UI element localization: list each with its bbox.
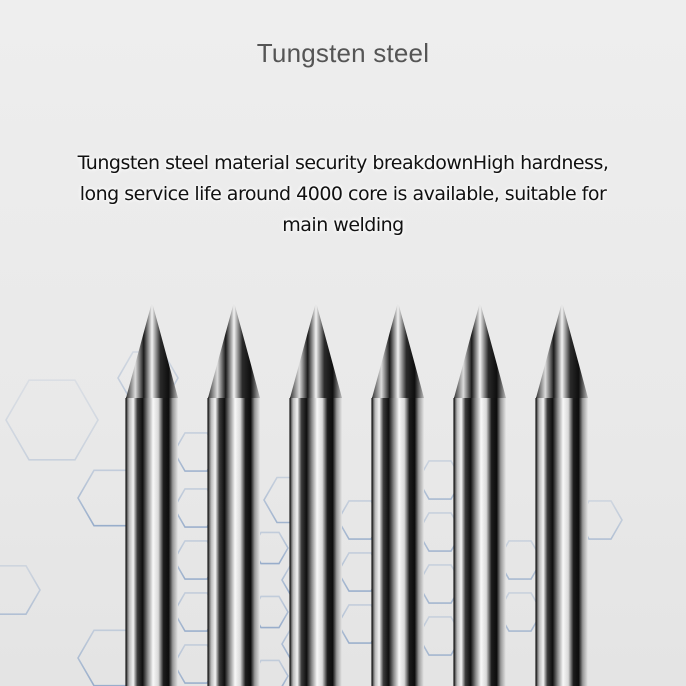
tip-shaft xyxy=(208,397,260,686)
tip-point xyxy=(126,302,178,398)
hexagon-shape xyxy=(5,379,99,461)
soldering-tip xyxy=(125,302,178,686)
hexagon-shape xyxy=(0,564,41,616)
banner-title: Tungsten steel xyxy=(256,38,430,68)
soldering-tip xyxy=(207,302,260,686)
description-line-1: Tungsten steel material security breakdo… xyxy=(77,152,609,174)
tip-shaft xyxy=(536,397,588,686)
soldering-tip xyxy=(371,302,424,686)
soldering-tip xyxy=(453,302,506,686)
tip-point xyxy=(208,302,260,398)
tip-shaft xyxy=(290,397,342,686)
soldering-tip xyxy=(289,302,342,686)
banner-description: Tungsten steel material security breakdo… xyxy=(28,148,658,241)
tip-point xyxy=(372,302,424,398)
description-line-2: long service life around 4000 core is av… xyxy=(79,183,607,205)
tip-shaft xyxy=(454,397,506,686)
tip-point xyxy=(290,302,342,398)
tip-shaft xyxy=(126,397,178,686)
tip-shaft xyxy=(372,397,424,686)
tip-point xyxy=(536,302,588,398)
tips-row xyxy=(125,302,588,686)
description-line-3: main welding xyxy=(282,214,404,236)
tip-point xyxy=(454,302,506,398)
soldering-tip xyxy=(535,302,588,686)
